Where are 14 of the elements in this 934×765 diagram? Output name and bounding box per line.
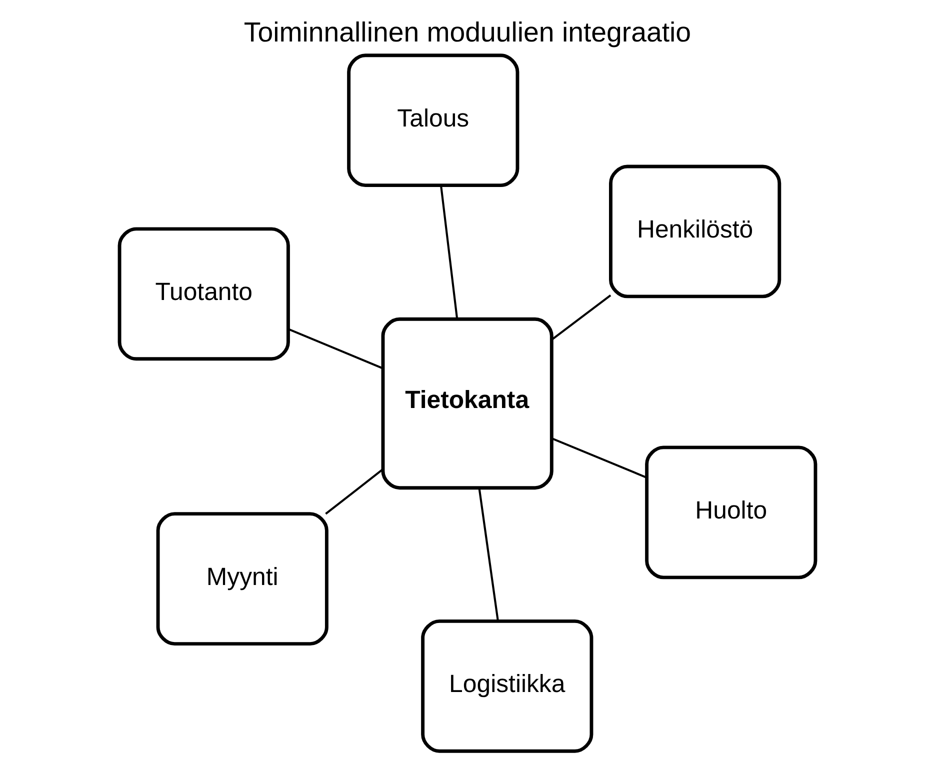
node-box: Myynti	[156, 512, 328, 646]
connector	[440, 185, 458, 320]
connector	[324, 468, 384, 515]
node-box: Tietokanta	[380, 317, 553, 490]
node-box: Huolto	[644, 446, 817, 580]
node-box: Tuotanto	[117, 227, 290, 361]
node-box: Henkilöstö	[608, 164, 781, 298]
connector	[550, 294, 611, 340]
node-box: Talous	[346, 54, 519, 188]
node-box: Logistiikka	[420, 619, 593, 753]
diagram-title: Toiminnallinen moduulien integraatio	[243, 16, 691, 48]
connector	[478, 488, 498, 622]
connector	[287, 328, 383, 370]
connector	[550, 437, 646, 478]
